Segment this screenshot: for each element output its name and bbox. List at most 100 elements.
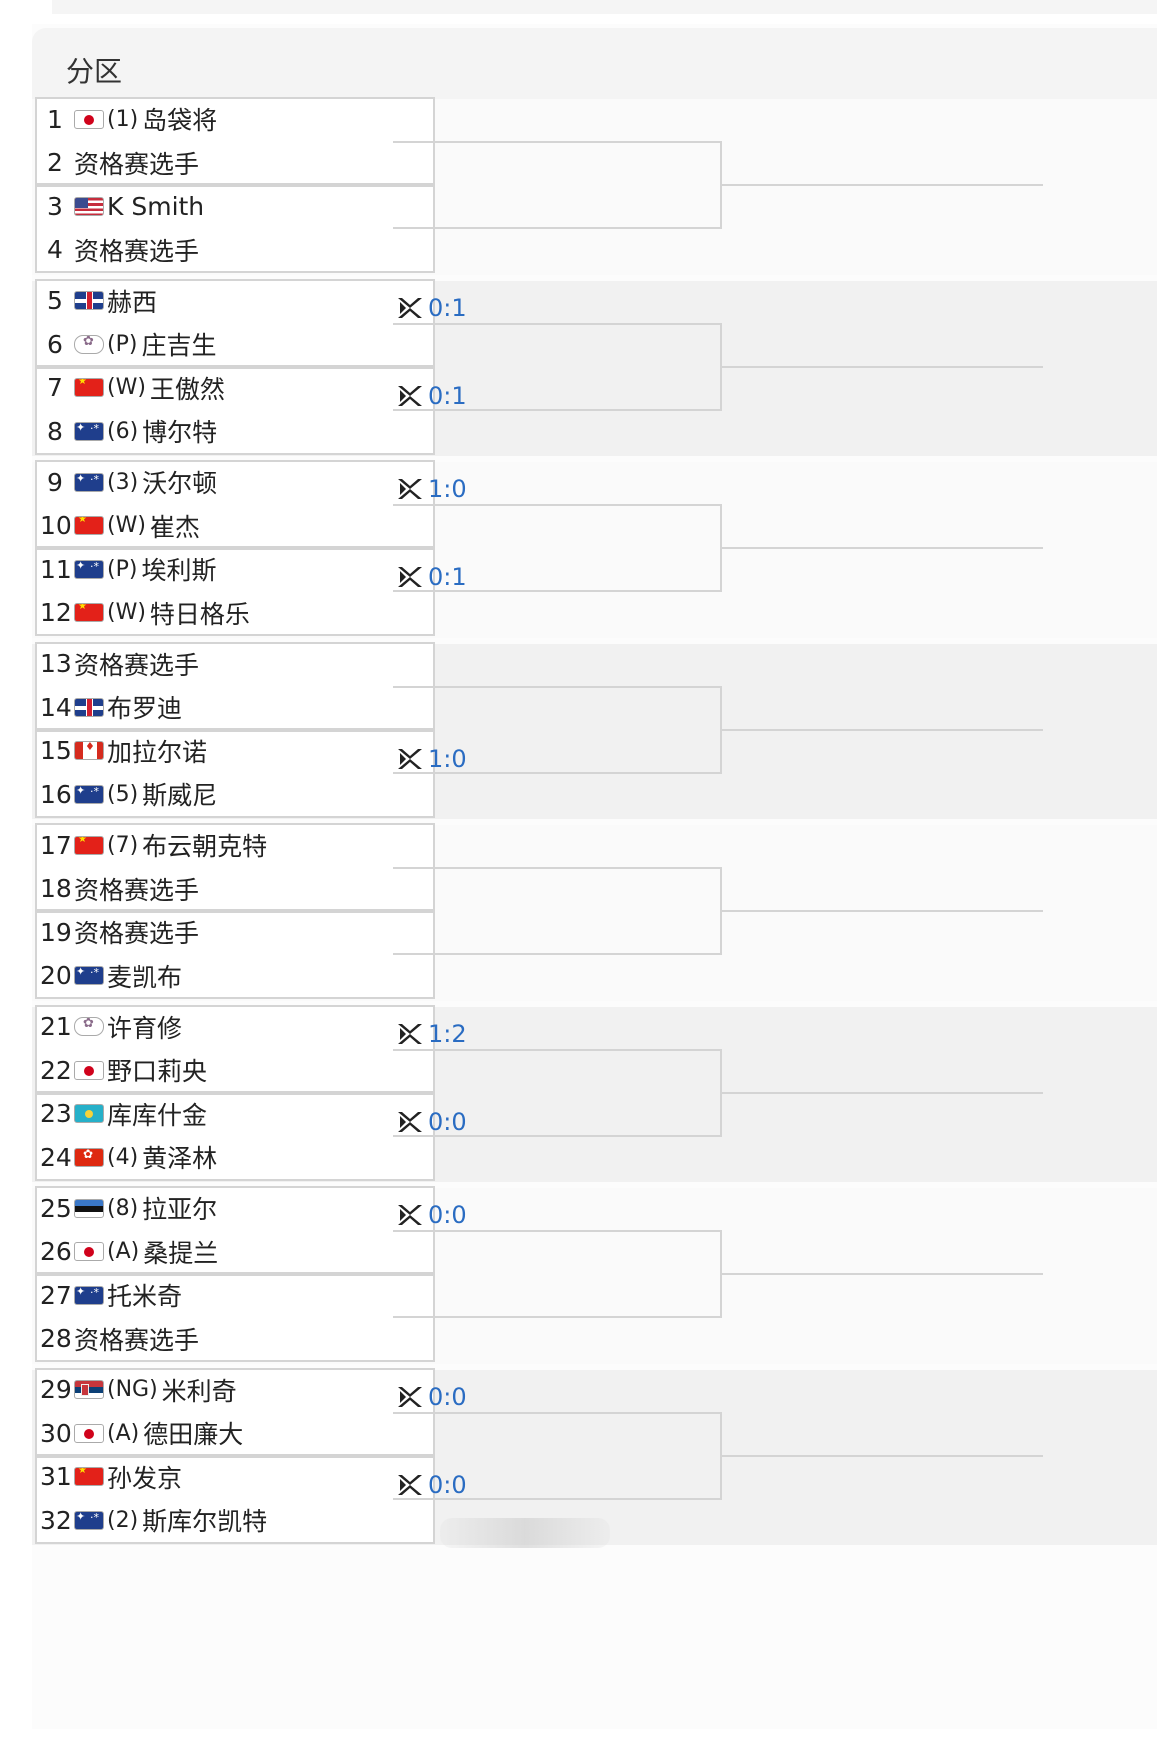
- player-name: 拉亚尔: [142, 1195, 218, 1224]
- flag-icon-gb: [74, 291, 104, 310]
- player-row[interactable]: 25(8)拉亚尔: [40, 1188, 217, 1228]
- h2h-score: 0:1: [428, 293, 467, 322]
- round3-line: [722, 728, 1043, 731]
- flag-icon-cn: [74, 378, 104, 397]
- draw-position: 15: [40, 736, 72, 765]
- match-box[interactable]: [35, 278, 435, 367]
- seed-label: (7): [107, 832, 139, 858]
- draw-position: 17: [40, 830, 72, 860]
- h2h-record[interactable]: 1:0: [396, 744, 467, 774]
- player-name: 资格赛选手: [74, 650, 200, 680]
- flag-icon-jp: [74, 109, 104, 129]
- h2h-record[interactable]: 0:0: [396, 1200, 467, 1230]
- player-row[interactable]: 31孙发京: [40, 1457, 182, 1497]
- draw-position: 32: [40, 1505, 72, 1535]
- player-name: 庄吉生: [141, 331, 217, 360]
- h2h-record[interactable]: 1:2: [396, 1019, 467, 1049]
- round2-connector: [393, 141, 722, 229]
- h2h-record[interactable]: 0:1: [396, 562, 467, 592]
- round3-line: [722, 1091, 1043, 1094]
- player-name: 特日格乐: [149, 599, 250, 629]
- h2h-icon: [396, 747, 424, 771]
- player-row[interactable]: 10(W)崔杰: [40, 506, 200, 546]
- player-name: 资格赛选手: [74, 236, 200, 266]
- h2h-record[interactable]: 1:0: [396, 474, 467, 504]
- top-strip: [52, 0, 1157, 14]
- draw-position: 29: [40, 1375, 72, 1404]
- h2h-record[interactable]: 0:1: [396, 381, 467, 411]
- player-name: 加拉尔诺: [107, 737, 208, 767]
- player-row[interactable]: 11(P)埃利斯: [40, 549, 216, 589]
- player-row[interactable]: 15 加拉尔诺: [40, 731, 207, 771]
- seed-label: (W): [107, 600, 146, 625]
- flag-icon-cn: [74, 835, 104, 855]
- player-row[interactable]: 7(W)王傲然: [40, 368, 225, 408]
- watermark: [440, 1518, 610, 1548]
- player-row[interactable]: 12(W)特日格乐: [40, 593, 250, 633]
- seed-label: (A): [107, 1239, 140, 1264]
- player-row[interactable]: 27托米奇: [40, 1275, 182, 1315]
- draw-position: 3: [47, 191, 63, 221]
- player-row[interactable]: 29(NG)米利奇: [40, 1370, 237, 1410]
- h2h-record[interactable]: 0:0: [396, 1470, 467, 1500]
- player-name: 资格赛选手: [74, 875, 200, 905]
- draw-position: 9: [47, 467, 63, 497]
- draw-position: 18: [40, 874, 72, 903]
- h2h-record[interactable]: 0:0: [396, 1382, 467, 1412]
- player-row[interactable]: 21许育修: [40, 1007, 182, 1047]
- player-row[interactable]: 32(2)斯库尔凯特: [40, 1500, 267, 1540]
- h2h-score: 1:0: [428, 744, 467, 773]
- player-row[interactable]: 8(6)博尔特: [40, 411, 217, 451]
- match-box[interactable]: [35, 185, 435, 273]
- player-name: 沃尔顿: [142, 469, 218, 498]
- flag-icon-kz: [74, 1104, 104, 1123]
- h2h-record[interactable]: 0:1: [396, 293, 467, 323]
- player-name: 麦凯布: [107, 962, 183, 992]
- player-name: 布云朝克特: [142, 832, 268, 861]
- player-row[interactable]: 23 库库什金: [40, 1094, 207, 1134]
- player-row[interactable]: 24(4)黄泽林: [40, 1137, 217, 1177]
- player-row[interactable]: 1(1)岛袋将: [40, 99, 217, 139]
- player-row[interactable]: 26(A)桑提兰: [40, 1232, 218, 1272]
- flag-icon-tpe: [74, 334, 104, 354]
- player-name: 库库什金: [107, 1100, 208, 1130]
- seed-label: (2): [107, 1507, 139, 1533]
- seed-label: (5): [107, 781, 139, 807]
- draw-position: 23: [40, 1099, 72, 1128]
- player-name: 黄泽林: [142, 1144, 218, 1173]
- round3-line: [722, 547, 1043, 549]
- h2h-record[interactable]: 0:0: [396, 1107, 467, 1137]
- draw-position: 8: [47, 416, 63, 446]
- round2-connector: [393, 504, 722, 592]
- player-row[interactable]: 16(5)斯威尼: [40, 774, 217, 814]
- player-row[interactable]: 17 (7)布云朝克特: [40, 825, 267, 865]
- player-name: 赫西: [107, 287, 158, 317]
- flag-icon-cn: [74, 603, 104, 622]
- flag-icon-hk: [74, 1147, 104, 1167]
- seed-label: (6): [107, 418, 139, 444]
- player-row[interactable]: 30(A)德田廉大: [40, 1413, 243, 1453]
- player-row[interactable]: 20麦凯布: [40, 956, 182, 996]
- flag-icon-au: [74, 784, 104, 804]
- flag-icon-gb: [74, 697, 104, 717]
- player-name: 埃利斯: [141, 556, 217, 585]
- seed-label: (W): [107, 375, 146, 400]
- player-row[interactable]: 9(3)沃尔顿: [40, 462, 217, 502]
- player-name: 资格赛选手: [74, 1325, 200, 1355]
- player-name: K Smith: [107, 191, 205, 221]
- player-row[interactable]: 6(P)庄吉生: [40, 324, 216, 364]
- player-row[interactable]: 3 K Smith: [40, 186, 204, 226]
- match-box[interactable]: [35, 1274, 435, 1362]
- h2h-score: 0:1: [428, 381, 467, 410]
- flag-icon-au: [74, 472, 104, 492]
- draw-position: 14: [40, 692, 72, 722]
